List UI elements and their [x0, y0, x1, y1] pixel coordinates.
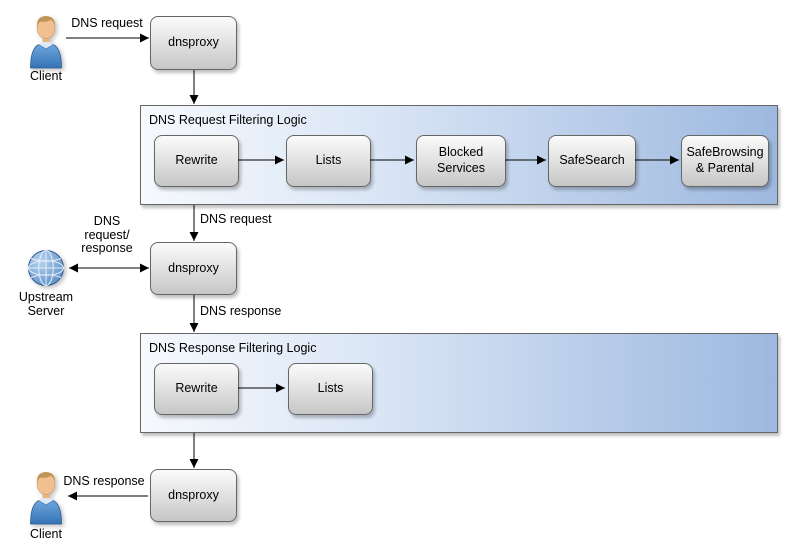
edge-label-dns-request-top: DNS request	[71, 16, 143, 30]
step-label: Lists	[315, 153, 342, 168]
dnsproxy-middle-label: dnsproxy	[168, 260, 219, 275]
response-filtering-title: DNS Response Filtering Logic	[149, 341, 317, 355]
edge-label-dns-request-mid: DNS request	[200, 212, 272, 226]
client-top-label: Client	[30, 69, 62, 83]
step-blocked-services: Blocked Services	[416, 135, 506, 187]
step-safesearch: SafeSearch	[548, 135, 636, 187]
dnsproxy-middle-node: dnsproxy	[150, 242, 237, 295]
upstream-server-label: Upstream Server	[18, 290, 74, 318]
request-filtering-title: DNS Request Filtering Logic	[149, 113, 307, 127]
step-lists-request: Lists	[286, 135, 371, 187]
response-filtering-container: DNS Response Filtering Logic Rewrite Lis…	[140, 333, 778, 433]
edge-label-dns-response-bottom: DNS response	[63, 474, 145, 488]
dnsproxy-top-label: dnsproxy	[168, 35, 219, 50]
step-label: Lists	[317, 381, 344, 396]
client-bottom-icon	[28, 468, 64, 530]
dnsproxy-bottom-node: dnsproxy	[150, 469, 237, 522]
step-label: SafeSearch	[559, 153, 625, 168]
edge-label-dns-request-response: DNS request/ response	[81, 214, 133, 255]
client-bottom-label: Client	[30, 527, 62, 541]
step-rewrite-request: Rewrite	[154, 135, 239, 187]
step-lists-response: Lists	[288, 363, 373, 415]
step-label: Rewrite	[175, 381, 218, 396]
upstream-server-icon	[26, 248, 66, 293]
edge-label-dns-response-mid: DNS response	[200, 304, 282, 318]
step-label: Rewrite	[175, 153, 218, 168]
step-label: SafeBrowsing & Parental	[686, 145, 764, 175]
request-filtering-container: DNS Request Filtering Logic Rewrite List…	[140, 105, 778, 205]
dnsproxy-bottom-label: dnsproxy	[168, 487, 219, 502]
step-label: Blocked Services	[437, 145, 485, 175]
step-safebrowsing-parental: SafeBrowsing & Parental	[681, 135, 769, 187]
dnsproxy-top-node: dnsproxy	[150, 16, 237, 70]
step-rewrite-response: Rewrite	[154, 363, 239, 415]
client-top-icon	[28, 12, 64, 74]
